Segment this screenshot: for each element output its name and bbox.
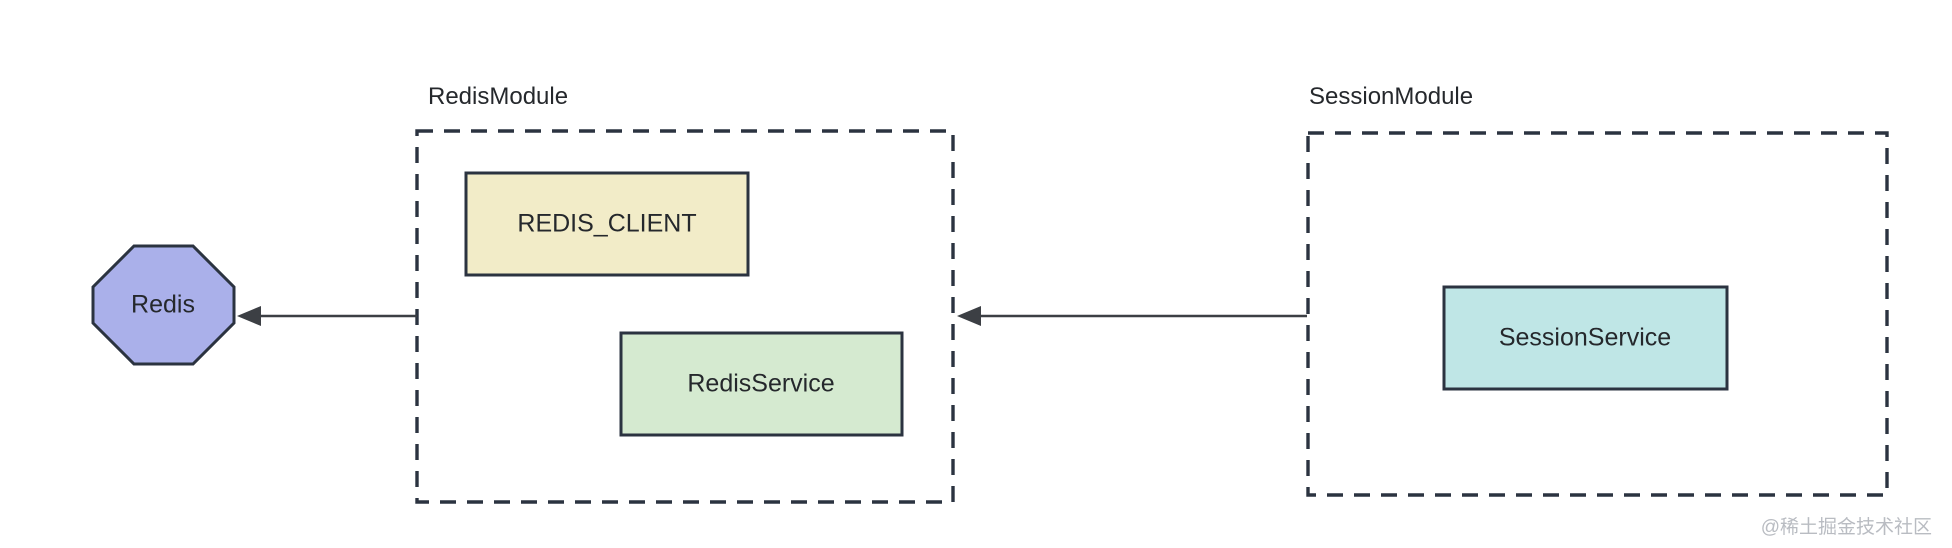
edge-redismodule-to-redis-arrowhead-icon — [237, 306, 261, 326]
node-session-service-rect-shape — [1442, 285, 1729, 391]
group-session-module-label: SessionModule — [1309, 83, 1473, 110]
node-redis-client-rect-shape — [464, 171, 750, 277]
node-session-service-label: SessionService — [1499, 324, 1671, 352]
node-redis-service-rect-shape — [619, 331, 904, 437]
group-session-module[interactable]: SessionModule — [1306, 83, 1889, 497]
node-redis[interactable]: Redis — [91, 244, 236, 366]
group-redis-module[interactable]: RedisModule — [415, 83, 955, 504]
node-redis-client-label: REDIS_CLIENT — [517, 210, 696, 238]
node-redis-client[interactable]: REDIS_CLIENT — [464, 171, 750, 277]
node-redis-service[interactable]: RedisService — [619, 331, 904, 437]
node-redis-label: Redis — [131, 291, 195, 319]
edge-sessionmodule-to-redismodule[interactable] — [957, 306, 1307, 326]
edge-sessionmodule-to-redismodule-arrowhead-icon — [957, 306, 981, 326]
group-redis-module-label: RedisModule — [428, 83, 568, 110]
node-redis-octagon-shape — [91, 244, 236, 366]
watermark: @稀土掘金技术社区 — [1761, 516, 1932, 538]
edge-redismodule-to-redis[interactable] — [237, 306, 417, 326]
group-session-module-border — [1306, 131, 1889, 497]
node-redis-service-label: RedisService — [687, 370, 834, 398]
node-session-service[interactable]: SessionService — [1442, 285, 1729, 391]
